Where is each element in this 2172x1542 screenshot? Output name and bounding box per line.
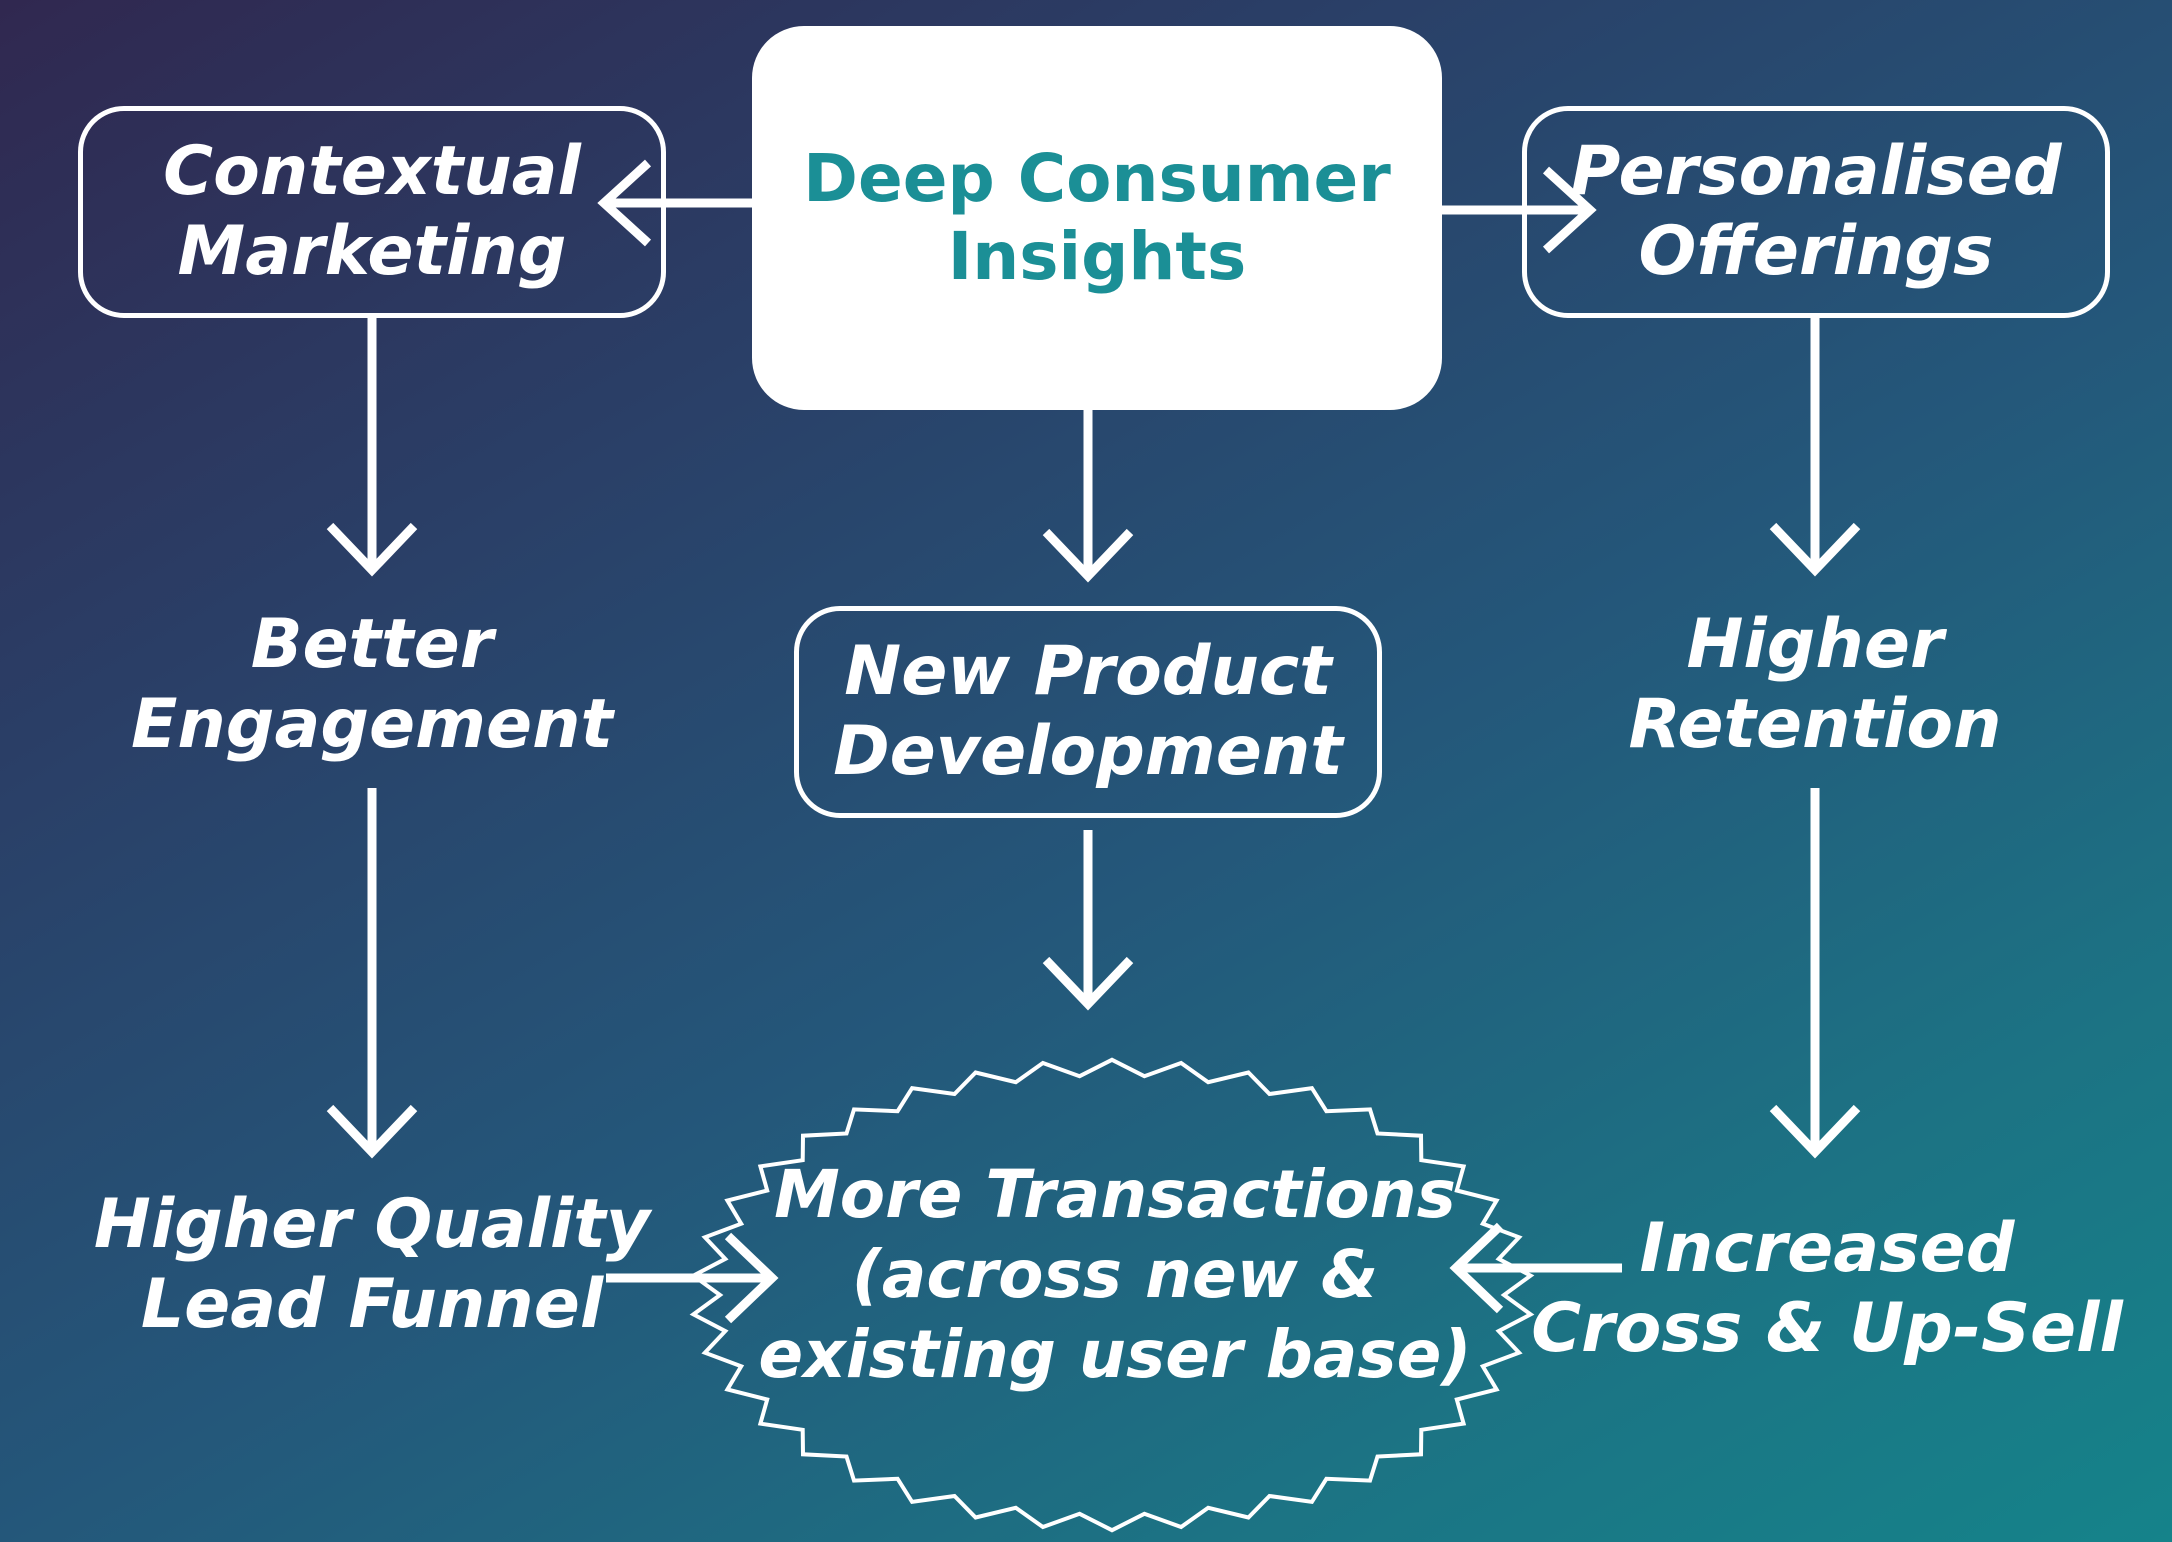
node-text-line: Deep Consumer [803, 140, 1391, 217]
node-text-line: Marketing [177, 212, 567, 291]
arrowhead-contextual-to-engagement [326, 522, 418, 577]
node-text-line: Retention [1628, 685, 2002, 764]
node-text-line: Lead Funnel [140, 1265, 604, 1344]
node-text-line: Better [250, 605, 494, 684]
arrowhead-personalised-to-retention [1769, 522, 1861, 577]
node-text-line: New Product [844, 632, 1332, 711]
node-text-line: Contextual [163, 132, 581, 211]
arrowhead-main-to-contextual [597, 159, 652, 247]
arrowhead-engagement-to-lead [326, 1104, 418, 1159]
arrowhead-lead-to-transactions [724, 1232, 779, 1324]
transactions-burst-shape [689, 1057, 1535, 1533]
higher-retention-node: Higher Retention [1565, 600, 2065, 770]
arrowhead-main-to-personalised [1542, 166, 1597, 254]
node-text-line: (across new & [851, 1236, 1379, 1313]
deep-consumer-insights-node: Deep Consumer Insights [752, 26, 1442, 410]
node-text-line: Cross & Up-Sell [1531, 1289, 2123, 1368]
node-text-line: Personalised [1570, 132, 2062, 211]
better-engagement-node: Better Engagement [122, 600, 622, 770]
increased-cross-up-sell-node: Increased Cross & Up-Sell [1531, 1204, 2123, 1374]
node-text-line: Insights [947, 218, 1247, 295]
node-text-line: Engagement [130, 685, 614, 764]
node-text-line: Increased [1639, 1209, 2015, 1288]
contextual-marketing-node: Contextual Marketing [78, 106, 666, 318]
arrowhead-retention-to-crosssell [1769, 1104, 1861, 1159]
node-text-line: Offerings [1638, 212, 1994, 291]
personalised-offerings-node: Personalised Offerings [1522, 106, 2110, 318]
node-text-line: More Transactions [774, 1156, 1456, 1233]
new-product-development-node: New Product Development [794, 606, 1382, 818]
node-text-line: Higher [1686, 605, 1944, 684]
arrowhead-npd-to-transactions [1042, 956, 1134, 1011]
arrowhead-main-to-npd [1042, 528, 1134, 583]
node-text-line: Development [833, 712, 1343, 791]
more-transactions-node: More Transactions (across new & existing… [758, 1150, 1471, 1400]
higher-quality-lead-funnel-node: Higher Quality Lead Funnel [94, 1180, 650, 1350]
node-text-line: existing user base) [758, 1316, 1472, 1393]
arrowhead-crosssell-to-transactions [1449, 1222, 1504, 1314]
node-text-line: Higher Quality [93, 1185, 651, 1264]
